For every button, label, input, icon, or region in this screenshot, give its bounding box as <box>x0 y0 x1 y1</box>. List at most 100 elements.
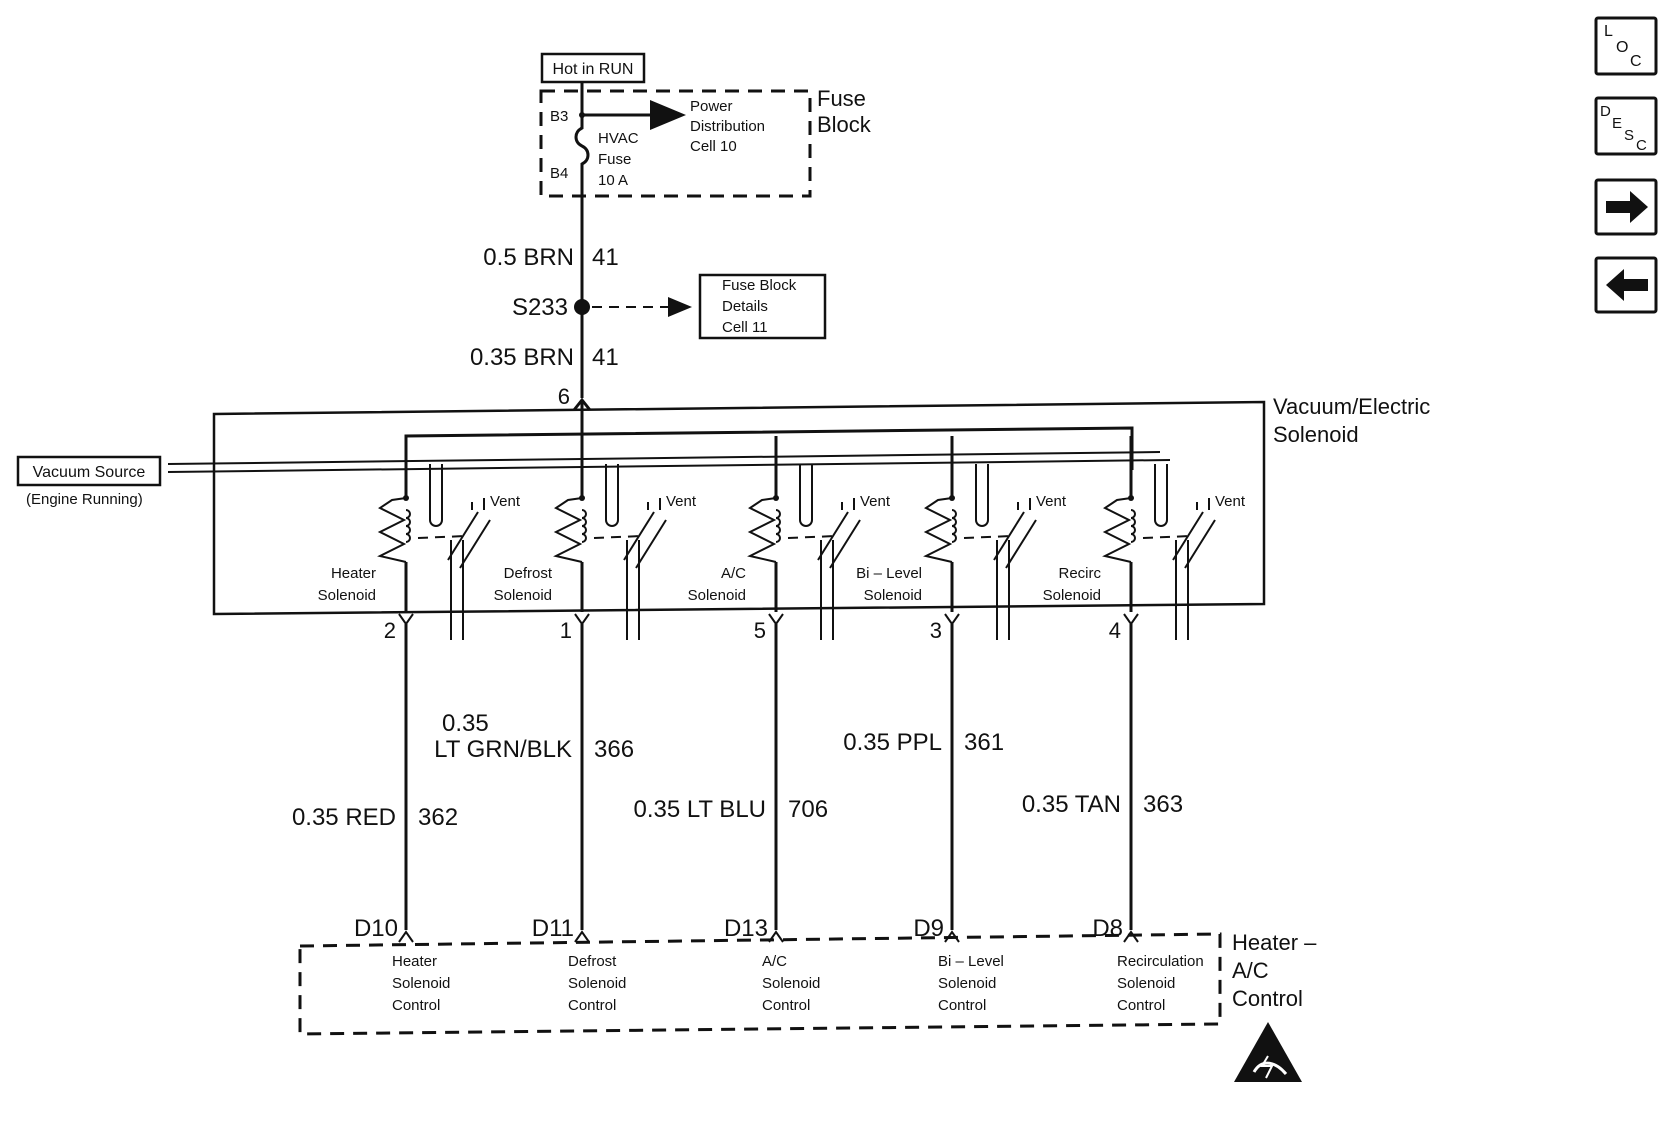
feed-lower-circuit: 41 <box>592 344 619 371</box>
feed-upper-gauge: 0.5 BRN <box>483 244 574 271</box>
wire-gauge: 0.35 PPL <box>843 729 942 756</box>
vent-label: Vent <box>860 493 891 510</box>
wire-circuit: 363 <box>1143 791 1183 818</box>
terminal-function: Control <box>938 997 986 1014</box>
vent-label: Vent <box>1215 493 1246 510</box>
terminal-function: Solenoid <box>762 975 820 992</box>
solenoid-assembly-label-1: Vacuum/Electric <box>1273 394 1430 419</box>
svg-text:C: C <box>1630 53 1642 70</box>
power-dist-text-1: Power <box>690 98 733 115</box>
terminal-function: Solenoid <box>568 975 626 992</box>
terminal-pin: D8 <box>1092 915 1123 942</box>
wire-gauge: LT GRN/BLK <box>434 736 572 763</box>
svg-text:Fuse Block: Fuse Block <box>722 277 797 294</box>
vacuum-source-box: Vacuum Source (Engine Running) <box>16 455 162 508</box>
terminal-function: Control <box>568 997 616 1014</box>
control-wire-362: 0.35 RED 362 <box>292 624 458 930</box>
terminal-pin: D11 <box>532 915 574 942</box>
solenoid-name: Heater <box>331 565 376 582</box>
wire-gauge: 0.35 RED <box>292 804 396 831</box>
wire-circuit: 366 <box>594 736 634 763</box>
desc-button[interactable]: D E S C <box>1594 96 1658 156</box>
coil-symbol <box>377 497 407 563</box>
solenoid-assembly-label-2: Solenoid <box>1273 422 1359 447</box>
hot-in-run-text: Hot in RUN <box>553 61 634 78</box>
solenoid-input-pin: 6 <box>558 384 570 409</box>
solenoid-pin: 5 <box>754 618 766 643</box>
solenoid-name: Bi – Level <box>856 565 922 582</box>
terminal-pin: D9 <box>913 915 944 942</box>
wire-gauge: 0.35 TAN <box>1022 791 1121 818</box>
wire-gauge-top: 0.35 <box>442 710 489 737</box>
solenoid-name: Defrost <box>504 565 553 582</box>
fuse-block-label-1: Fuse <box>817 86 866 111</box>
solenoid-name: Solenoid <box>688 587 746 604</box>
control-label-2: A/C <box>1232 958 1269 983</box>
forward-button[interactable] <box>1594 178 1658 236</box>
control-label-1: Heater – <box>1232 930 1317 955</box>
feed-lower-gauge: 0.35 BRN <box>470 344 574 371</box>
vacuum-port <box>429 464 443 527</box>
control-label-3: Control <box>1232 986 1303 1011</box>
control-wire-363: 0.35 TAN 363 <box>1022 624 1183 930</box>
esd-warning-icon <box>1234 1022 1302 1082</box>
svg-text:O: O <box>1616 39 1628 56</box>
svg-text:C: C <box>1636 137 1647 154</box>
back-button[interactable] <box>1594 256 1658 314</box>
wire-circuit: 361 <box>964 729 1004 756</box>
feed-upper-circuit: 41 <box>592 244 619 271</box>
wire-circuit: 362 <box>418 804 458 831</box>
svg-text:D: D <box>1600 103 1611 120</box>
svg-text:E: E <box>1612 115 1622 132</box>
vacuum-note: (Engine Running) <box>26 491 143 508</box>
terminal-function: Defrost <box>568 953 617 970</box>
vacuum-port <box>799 464 813 527</box>
loc-button[interactable]: L O C <box>1594 16 1658 76</box>
terminal-function: Solenoid <box>392 975 450 992</box>
coil-symbol <box>747 497 777 563</box>
power-bus <box>404 426 1134 470</box>
control-wire-361: 0.35 PPL 361 <box>843 624 1004 930</box>
fuse-block: Fuse Block B3 B4 HVAC Fuse 10 A Power Di… <box>539 82 872 198</box>
fuse-details-box: Fuse Block Details Cell 11 <box>698 273 827 340</box>
terminal-function: A/C <box>762 953 787 970</box>
svg-text:L: L <box>1604 23 1613 40</box>
coil-symbol <box>1102 497 1132 563</box>
vacuum-port <box>1154 464 1168 527</box>
arrow-left-icon <box>1606 269 1648 301</box>
solenoid-name: A/C <box>721 565 746 582</box>
pin-b3-label: B3 <box>550 108 568 125</box>
terminal-pin: D13 <box>724 915 768 942</box>
fuse-text-1: HVAC <box>598 130 639 147</box>
fuse-text-2: Fuse <box>598 151 631 168</box>
vacuum-port <box>975 464 989 527</box>
terminal-function: Control <box>762 997 810 1014</box>
splice-s233 <box>574 299 590 315</box>
solenoid-units: VentHeaterSolenoid2VentDefrostSolenoid1V… <box>318 436 1246 643</box>
wire-circuit: 706 <box>788 796 828 823</box>
solenoid-name: Solenoid <box>1043 587 1101 604</box>
vacuum-port <box>605 464 619 527</box>
vent-label: Vent <box>666 493 697 510</box>
fuse-block-label-2: Block <box>817 112 872 137</box>
fuse-text-3: 10 A <box>598 172 628 189</box>
solenoid-pin: 4 <box>1109 618 1121 643</box>
wire-gauge: 0.35 LT BLU <box>633 796 766 823</box>
power-dist-text-2: Distribution <box>690 118 765 135</box>
hot-in-run-label-box: Hot in RUN <box>540 52 646 84</box>
solenoid-name: Solenoid <box>864 587 922 604</box>
terminal-function: Control <box>1117 997 1165 1014</box>
solenoid-name: Solenoid <box>318 587 376 604</box>
